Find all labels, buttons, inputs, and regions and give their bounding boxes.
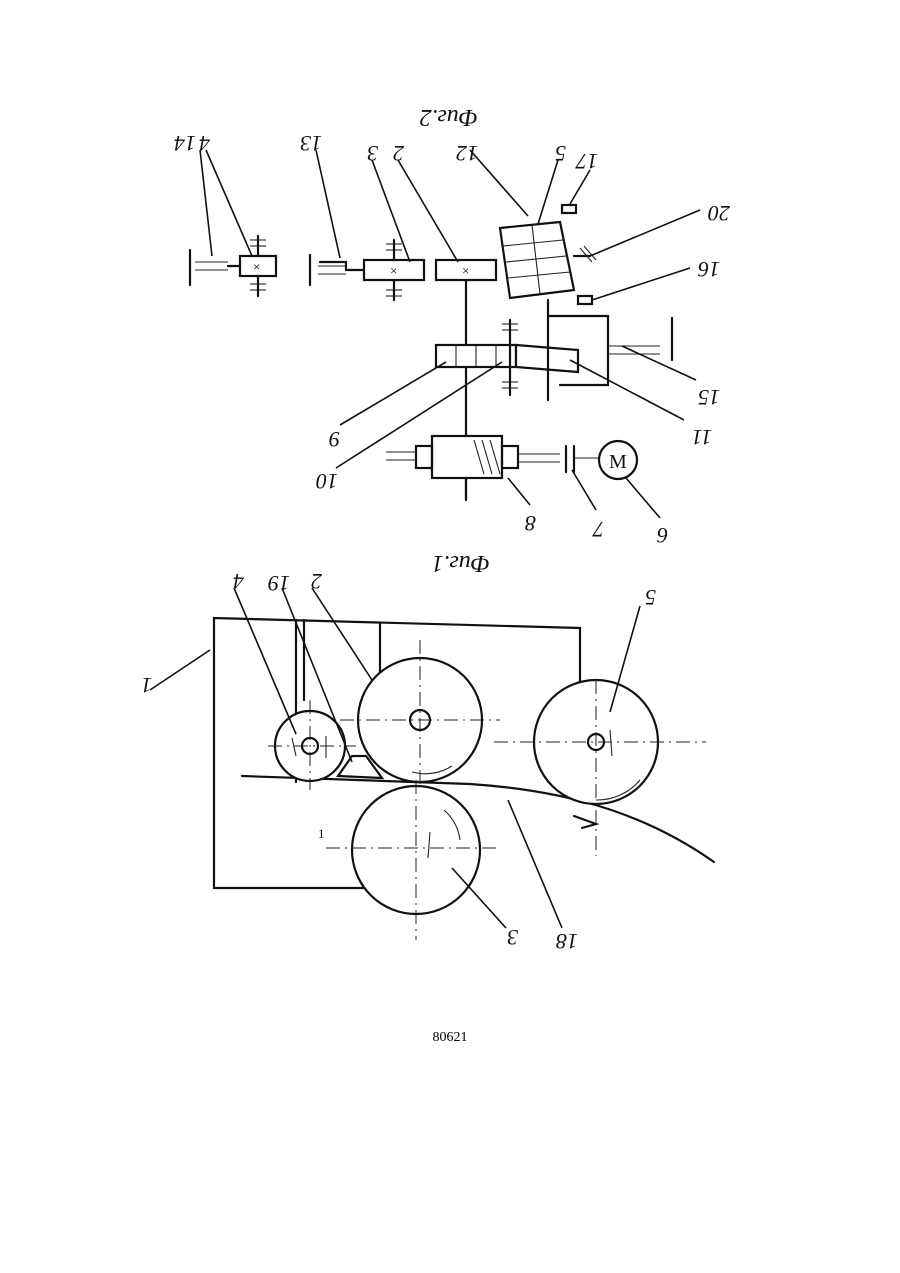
label-7: 7 (592, 517, 604, 542)
svg-text:×: × (462, 263, 469, 278)
figure-2-caption: Фиг.2 (420, 104, 478, 130)
label-frame-1: 1 (141, 673, 152, 698)
label-12: 12 (456, 141, 478, 166)
label-20: 20 (708, 201, 730, 226)
label-11: 11 (692, 425, 712, 450)
label-roller-2: 2 (311, 569, 322, 594)
label-8: 8 (525, 511, 536, 536)
svg-text:×: × (253, 259, 260, 274)
label-13: 13 (300, 131, 322, 156)
label-strip-18: 18 (556, 929, 578, 954)
label-14: 14 (174, 131, 196, 156)
page-number: 80621 (0, 1030, 900, 1046)
label-roller-4: 4 (233, 569, 244, 594)
figure-2-kinematic-scheme: × × × (174, 104, 730, 576)
label-16: 16 (698, 257, 720, 282)
svg-text:×: × (390, 263, 397, 278)
label-side-mark: 1 (318, 826, 325, 841)
label-17: 17 (575, 149, 598, 174)
label-9: 9 (329, 427, 340, 452)
label-guide-19: 19 (268, 571, 290, 596)
fig2-labels: 14 4 13 3 2 Фиг.2 12 5 17 20 16 15 11 9 … (174, 104, 730, 576)
label-roller-5: 5 (645, 585, 656, 610)
sensor-16 (578, 296, 592, 304)
label-5: 5 (555, 141, 566, 166)
label-roller-3: 3 (507, 925, 519, 950)
label-3: 3 (367, 141, 379, 166)
sensor-17 (562, 205, 576, 213)
drum-5 (500, 222, 574, 298)
figure-1-roller-mechanism: 1 4 19 2 5 3 18 1 (141, 569, 714, 954)
label-6: 6 (657, 523, 668, 548)
label-15: 15 (698, 385, 720, 410)
label-4: 4 (199, 131, 210, 156)
figure-1-caption: Фиг.1 (432, 550, 490, 576)
label-10: 10 (316, 469, 338, 494)
motor-label: M (609, 451, 627, 473)
label-2: 2 (393, 141, 404, 166)
